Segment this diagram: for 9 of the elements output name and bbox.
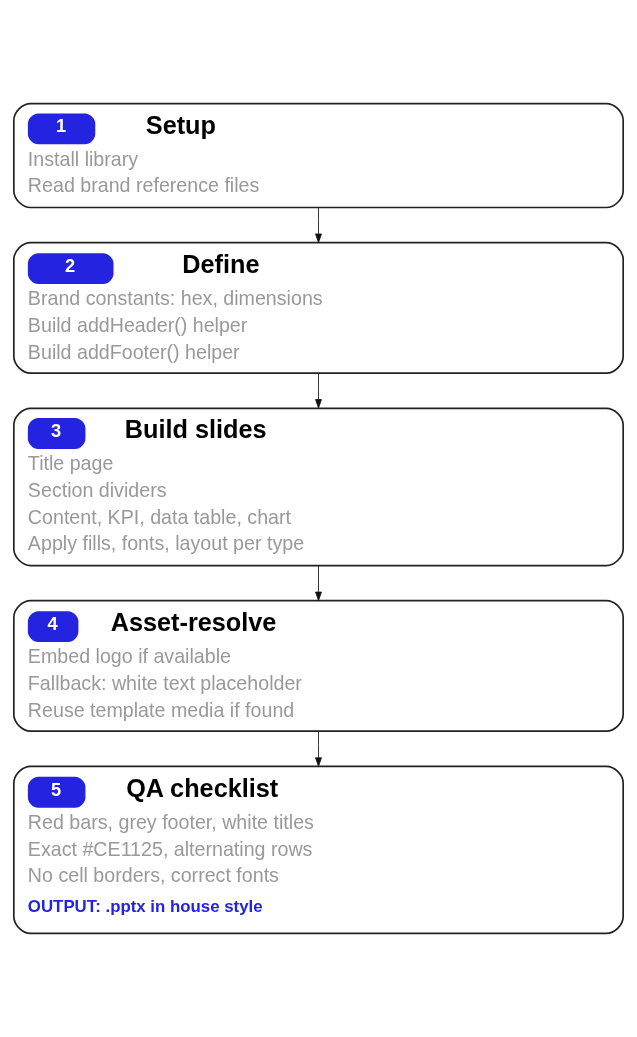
node-box: 2 Define Brand constants: hex, dimensions Build addHeader() helper Build addFooter() helper [13,241,624,375]
node-box: 4 Asset-resolve Embed logo if available Fallback: white text placeholder Reuse template media if found [13,599,624,733]
node-box: 5 QA checklist Red bars, grey footer, white titles Exact #CE1125, alternating rows No cell borders, correct fonts OUTPUT: .pptx in house style [13,765,624,935]
arrow [315,731,322,767]
arrow [315,207,322,243]
node-box: 1 Setup Install library Read brand reference files [13,102,624,209]
arrow [315,565,322,601]
arrow [315,373,322,409]
node-box: 3 Build slides Title page Section dividers Content, KPI, data table, chart Apply fills, fonts, layout per type [13,407,624,567]
